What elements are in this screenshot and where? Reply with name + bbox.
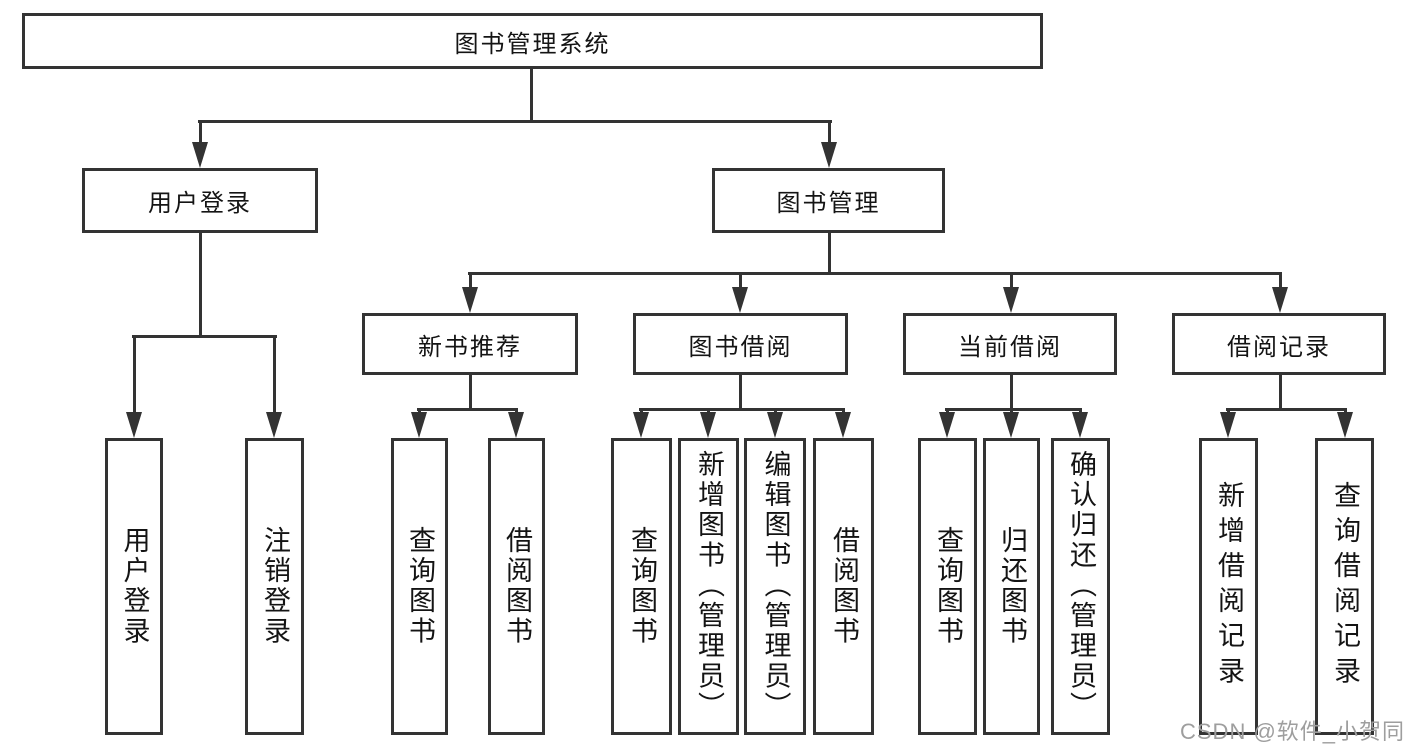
arrowhead-down-icon xyxy=(1003,287,1019,313)
connector-level2-bar xyxy=(198,120,832,123)
node-label: 图书管理系统 xyxy=(454,30,611,58)
leaf-query-books-recommend: 查询图书 xyxy=(391,438,448,735)
connector-arrow-stem xyxy=(469,272,472,289)
connector-arrow-stem xyxy=(1227,408,1230,414)
connector-current-borrow-drop xyxy=(1010,375,1013,411)
connector-arrow-stem xyxy=(418,408,421,414)
arrowhead-down-icon xyxy=(1337,412,1353,438)
watermark: CSDN @软件_小贺同学 xyxy=(1180,719,1405,744)
leaf-label: 借阅图书 xyxy=(502,526,532,647)
leaf-add-borrow-record: 新增借阅记录 xyxy=(1199,438,1258,735)
connector-arrow-stem xyxy=(1010,408,1013,414)
connector-root-drop xyxy=(530,66,533,123)
arrowhead-down-icon xyxy=(462,287,478,313)
connector-arrow-stem xyxy=(1010,272,1013,289)
leaf-query-books-borrow: 查询图书 xyxy=(611,438,672,735)
arrowhead-down-icon xyxy=(939,412,955,438)
arrowhead-down-icon xyxy=(126,412,142,438)
leaf-label: 编辑图书（管理员） xyxy=(760,450,791,723)
leaf-label: 查询图书 xyxy=(627,526,657,647)
leaf-borrow-books-recommend: 借阅图书 xyxy=(488,438,545,735)
leaf-edit-books-admin: 编辑图书（管理员） xyxy=(744,438,806,735)
node-label: 图书借阅 xyxy=(688,333,793,361)
node-library-management-system: 图书管理系统 xyxy=(22,13,1043,69)
connector-arrow-stem xyxy=(515,408,518,414)
connector-new-book-bar xyxy=(417,408,518,411)
leaf-label: 新增借阅记录 xyxy=(1214,481,1244,692)
node-book-borrow: 图书借阅 xyxy=(633,313,848,375)
connector-user-login-drop xyxy=(199,233,202,338)
arrowhead-down-icon xyxy=(192,142,208,168)
node-label: 图书管理 xyxy=(776,190,881,217)
leaf-add-books-admin: 新增图书（管理员） xyxy=(678,438,739,735)
leaf-label: 用户登录 xyxy=(119,526,150,647)
connector-arrow-stem xyxy=(707,408,710,414)
arrowhead-down-icon xyxy=(821,142,837,168)
leaf-label: 确认归还（管理员） xyxy=(1066,450,1096,723)
arrowhead-down-icon xyxy=(1272,287,1288,313)
leaf-label: 查询图书 xyxy=(933,526,963,647)
leaf-label: 注销登录 xyxy=(260,526,290,647)
connector-arrow-stem xyxy=(828,120,831,144)
leaf-query-books-current: 查询图书 xyxy=(918,438,977,735)
connector-arrow-stem xyxy=(199,120,202,144)
connector-current-borrow-bar xyxy=(945,408,1082,411)
connector-arrow-stem xyxy=(739,272,742,289)
arrowhead-down-icon xyxy=(1003,412,1019,438)
connector-user-login-bar xyxy=(132,335,277,338)
node-label: 当前借阅 xyxy=(958,333,1062,361)
connector-arrow-stem xyxy=(1344,408,1347,414)
connector-arrow-stem xyxy=(133,335,136,414)
arrowhead-down-icon xyxy=(266,412,282,438)
leaf-user-login: 用户登录 xyxy=(105,438,163,735)
leaf-label: 归还图书 xyxy=(997,526,1027,647)
connector-book-borrow-drop xyxy=(739,375,742,411)
connector-arrow-stem xyxy=(1279,272,1282,289)
connector-arrow-stem xyxy=(273,335,276,414)
connector-arrow-stem xyxy=(1079,408,1082,414)
arrowhead-down-icon xyxy=(767,412,783,438)
arrowhead-down-icon xyxy=(411,412,427,438)
connector-borrow-records-bar xyxy=(1226,408,1347,411)
arrowhead-down-icon xyxy=(732,287,748,313)
leaf-return-books: 归还图书 xyxy=(983,438,1040,735)
connector-arrow-stem xyxy=(842,408,845,414)
connector-borrow-records-drop xyxy=(1279,375,1282,411)
arrowhead-down-icon xyxy=(700,412,716,438)
leaf-logout: 注销登录 xyxy=(245,438,304,735)
arrowhead-down-icon xyxy=(508,412,524,438)
connector-level3-bar xyxy=(468,272,1282,275)
node-new-book-recommend: 新书推荐 xyxy=(362,313,578,375)
leaf-borrow-books: 借阅图书 xyxy=(813,438,874,735)
node-label: 借阅记录 xyxy=(1227,333,1331,361)
node-borrow-records: 借阅记录 xyxy=(1172,313,1386,375)
connector-new-book-drop xyxy=(469,375,472,411)
connector-arrow-stem xyxy=(946,408,949,414)
leaf-label: 查询图书 xyxy=(405,526,435,647)
arrowhead-down-icon xyxy=(1220,412,1236,438)
node-label: 新书推荐 xyxy=(418,333,522,361)
node-user-login: 用户登录 xyxy=(82,168,318,233)
connector-arrow-stem xyxy=(774,408,777,414)
arrowhead-down-icon xyxy=(1072,412,1088,438)
node-book-management: 图书管理 xyxy=(712,168,945,233)
leaf-label: 查询借阅记录 xyxy=(1330,481,1360,692)
arrowhead-down-icon xyxy=(633,412,649,438)
node-label: 用户登录 xyxy=(148,190,252,217)
arrowhead-down-icon xyxy=(835,412,851,438)
connector-arrow-stem xyxy=(640,408,643,414)
connector-book-management-drop xyxy=(828,233,831,275)
leaf-confirm-return-admin: 确认归还（管理员） xyxy=(1051,438,1110,735)
leaf-label: 新增图书（管理员） xyxy=(694,450,724,723)
leaf-label: 借阅图书 xyxy=(829,526,859,647)
node-current-borrow: 当前借阅 xyxy=(903,313,1117,375)
connector-book-borrow-bar xyxy=(639,408,845,411)
leaf-query-borrow-record: 查询借阅记录 xyxy=(1315,438,1374,735)
